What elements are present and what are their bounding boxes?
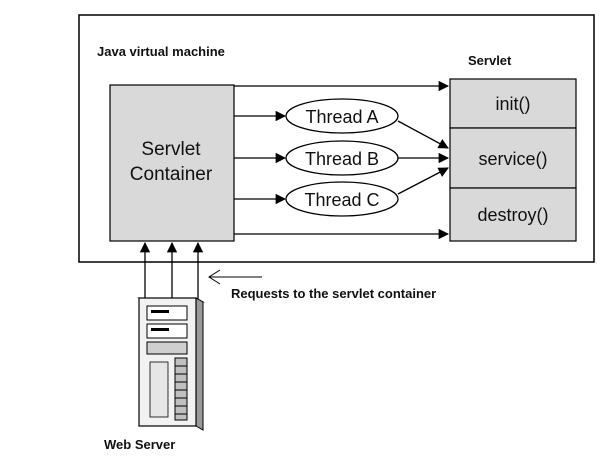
thread-c-label: Thread C <box>304 190 379 210</box>
thread-a-ellipse <box>285 98 399 134</box>
thread-a-to-service-arrow <box>397 120 449 149</box>
service-method-label: service() <box>478 149 547 169</box>
thread-b-label: Thread B <box>305 149 379 169</box>
servlet-container-box <box>109 84 235 242</box>
service-method-box <box>449 127 577 189</box>
servlet-box: init() service() destroy() <box>449 78 577 242</box>
requests-label: Requests to the servlet container <box>231 286 436 301</box>
servlet-container-label-line1: Servlet <box>141 139 201 160</box>
servlet-label: Servlet <box>468 53 512 68</box>
servlet-container-label-line2: Container <box>130 164 213 185</box>
init-method-label: init() <box>496 94 531 114</box>
jvm-label: Java virtual machine <box>97 44 225 59</box>
init-method-box <box>449 78 577 129</box>
thread-c-ellipse <box>285 181 399 217</box>
thread-a-label: Thread A <box>305 107 378 127</box>
thread-c-to-service-arrow <box>397 167 449 195</box>
requests-pointer-arrow <box>208 269 262 285</box>
destroy-method-box <box>449 187 577 242</box>
web-server-label: Web Server <box>104 437 175 452</box>
destroy-method-label: destroy() <box>477 205 548 225</box>
server-tower-icon <box>137 297 205 431</box>
